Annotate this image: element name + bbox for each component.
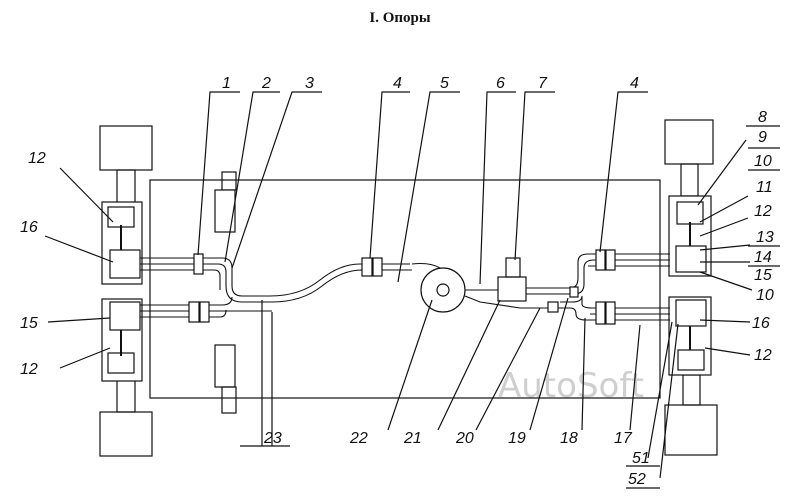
callout-12-left-top: 12: [28, 150, 46, 167]
callout-9: 9: [758, 129, 767, 146]
callout-17: 17: [614, 430, 633, 447]
watermark: AutoSoft: [498, 366, 644, 406]
callout-4: 4: [393, 75, 402, 92]
leader-lines: [44, 91, 753, 479]
callout-12-right-bottom: 12: [754, 347, 772, 364]
callout-4-right: 4: [630, 75, 639, 92]
callout-12-right-top: 12: [754, 203, 772, 220]
callout-15-right: 15: [754, 267, 772, 284]
callout-23: 23: [263, 430, 282, 447]
callout-16-right: 16: [752, 315, 770, 332]
callout-5: 5: [440, 75, 449, 92]
callout-2: 2: [261, 75, 271, 92]
callout-8: 8: [758, 109, 767, 126]
frame-cylinders: [214, 171, 237, 414]
callout-6: 6: [496, 75, 505, 92]
page-title: I. Опоры: [369, 10, 431, 26]
callout-14: 14: [754, 249, 772, 266]
frame: [149, 179, 661, 399]
callout-7: 7: [538, 75, 548, 92]
callout-21: 21: [403, 430, 422, 447]
callout-13: 13: [756, 229, 774, 246]
callout-22: 22: [349, 430, 368, 447]
callout-18: 18: [560, 430, 578, 447]
fittings-left: [188, 253, 383, 323]
right-wheels: [664, 119, 718, 456]
right-supports: [668, 195, 712, 376]
left-supports: [101, 201, 143, 382]
callout-52: 52: [628, 471, 646, 488]
callout-51: 51: [632, 450, 650, 467]
hydraulic-lines-left: [140, 257, 412, 318]
callout-10-right: 10: [756, 287, 774, 304]
callout-3: 3: [305, 75, 314, 92]
left-wheels: [99, 125, 153, 457]
callout-15-left: 15: [20, 315, 38, 332]
callout-10: 10: [754, 153, 772, 170]
callout-16-left: 16: [20, 219, 38, 236]
callout-underlines: [626, 125, 780, 489]
callout-12-left-bottom: 12: [20, 361, 38, 378]
callout-1: 1: [222, 75, 231, 92]
callout-20: 20: [455, 430, 474, 447]
callout-11: 11: [756, 179, 773, 196]
central-unit: [411, 249, 670, 325]
callout-19: 19: [508, 430, 526, 447]
